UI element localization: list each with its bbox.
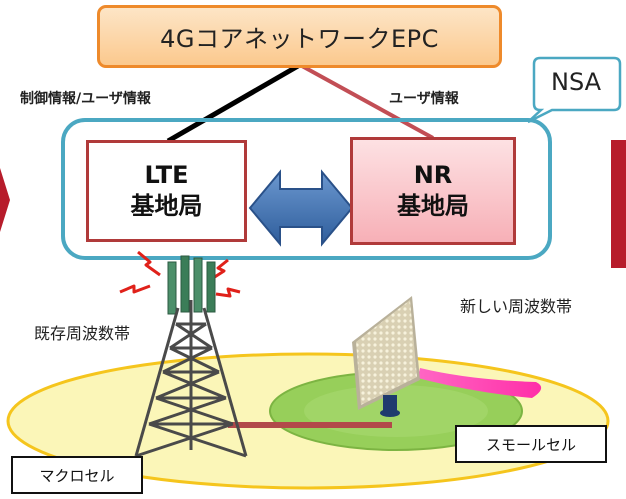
right-edge-bar-decoration	[611, 140, 626, 268]
bidirectional-arrow-icon	[248, 169, 354, 247]
small-cell-label-box: スモールセル	[455, 425, 607, 463]
small-cell-label: スモールセル	[485, 435, 576, 454]
macro-cell-label: マクロセル	[39, 466, 115, 485]
core-network-box: 4GコアネットワークEPC	[97, 5, 502, 68]
macro-cell-label-box: マクロセル	[11, 456, 143, 494]
lte-base-station-label: 基地局	[130, 192, 203, 220]
nsa-group-frame	[61, 118, 552, 260]
nr-base-station-box: NR 基地局	[350, 137, 516, 245]
nsa-label: NSA	[551, 68, 602, 96]
left-edge-arrow-decoration	[0, 168, 10, 232]
control-user-link-line	[166, 63, 300, 144]
macro-tower-icon	[134, 300, 248, 458]
user-info-label: ユーザ情報	[389, 91, 459, 107]
user-link-line	[301, 64, 434, 140]
macro-antenna-icon	[167, 255, 216, 315]
nr-base-station-label: 基地局	[397, 192, 469, 220]
nr-label: NR	[413, 161, 453, 189]
nsa-callout-bubble	[527, 56, 622, 124]
control-user-info-label: 制御情報/ユーザ情報	[20, 91, 151, 107]
lte-label: LTE	[144, 161, 189, 189]
core-network-label: 4GコアネットワークEPC	[160, 25, 439, 53]
lte-base-station-box: LTE 基地局	[86, 140, 247, 242]
radio-wave-icon	[119, 250, 241, 298]
small-cell-antenna-icon	[352, 296, 420, 417]
beam-icon	[418, 368, 542, 398]
new-band-label: 新しい周波数帯	[460, 297, 573, 316]
existing-band-label: 既存周波数帯	[34, 324, 131, 343]
